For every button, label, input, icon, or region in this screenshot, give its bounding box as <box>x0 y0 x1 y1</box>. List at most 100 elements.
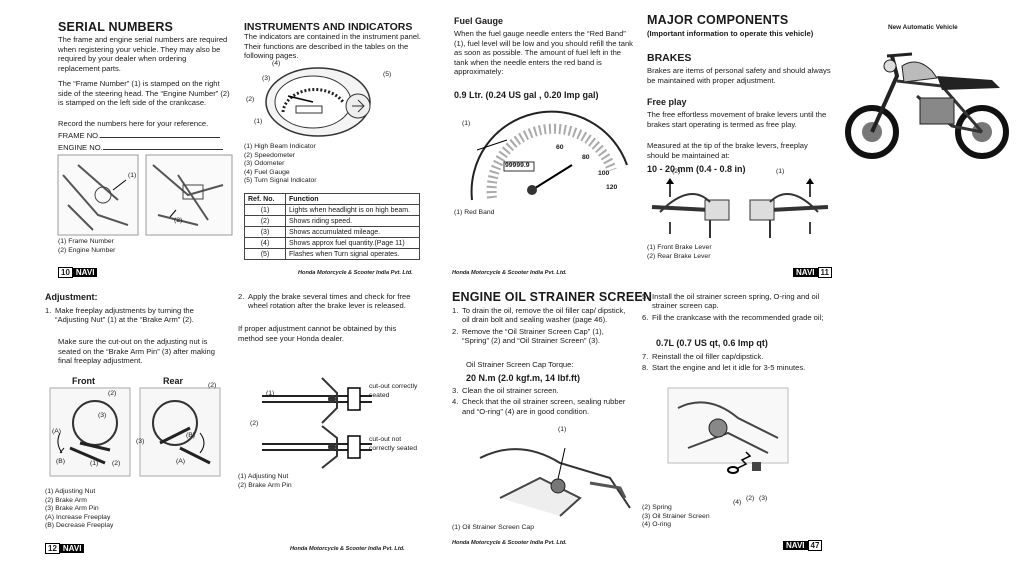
figure-callout: (1) <box>128 172 137 179</box>
page-footer: Honda Motorcycle & Scooter India Pvt. Lt… <box>298 270 413 276</box>
figure-callout: (2) <box>250 420 259 427</box>
table-cell: Lights when headlight is on high beam. <box>285 204 420 216</box>
steps-list: 7.Reinstall the oil filler cap/dipstick.… <box>642 352 832 373</box>
indicator-table: Ref. No. Function (1)Lights when headlig… <box>244 193 420 260</box>
paragraph: If proper adjustment cannot be obtained … <box>238 324 397 343</box>
list-item: 6.Fill the crankcase with the recommende… <box>642 312 824 322</box>
motorcycle-illustration <box>845 52 1009 159</box>
legend-item: (2) Engine Number <box>58 246 116 254</box>
dial-number: 120 <box>606 184 618 191</box>
cut-out-incorrect-label: cut-out not correctly seated <box>369 436 417 452</box>
table-cell: (1) <box>244 204 286 216</box>
column-header: Ref. No. <box>244 193 286 205</box>
figure-callout: (2) <box>108 390 117 397</box>
page-10: SERIAL NUMBERS The frame and engine seri… <box>0 0 440 288</box>
dial-number: 100 <box>598 170 610 177</box>
page-footer: Honda Motorcycle & Scooter India Pvt. Lt… <box>290 546 405 552</box>
table-cell: Shows riding speed. <box>285 215 420 227</box>
paragraph: The free effortless movement of brake le… <box>647 110 827 129</box>
legend-item: (B) Decrease Freeplay <box>45 522 114 530</box>
page-footer: Honda Motorcycle & Scooter India Pvt. Lt… <box>452 270 567 276</box>
section-title: INSTRUMENTS AND INDICATORS <box>244 21 413 33</box>
legend-item: (1) High Beam Indicator <box>244 143 316 150</box>
list-item: 3.Clean the oil strainer screen. <box>452 386 559 395</box>
table-row: (3)Shows accumulated mileage. <box>244 226 420 238</box>
legend-item: (1) Front Brake Lever <box>647 244 712 251</box>
figure-callout: (1) <box>462 120 471 127</box>
table-cell: Flashes when Turn signal operates. <box>285 248 420 260</box>
legend-item: (1) Frame Number <box>58 238 114 245</box>
table-cell: Shows accumulated mileage. <box>285 226 420 238</box>
table-cell: (2) <box>244 215 286 227</box>
figure-legend: (1) Oil Strainer Screen Cap <box>452 524 534 531</box>
paragraph: The “Frame Number” (1) is stamped on the… <box>58 79 230 108</box>
list-item: 4.Check that the oil strainer screen, se… <box>452 397 626 416</box>
steps-list: 1.Make freeplay adjustments by turning t… <box>45 306 223 325</box>
page-number: 10 <box>58 267 73 278</box>
list-item: 1.Make freeplay adjustments by turning t… <box>45 306 194 325</box>
legend-item: (2) Spring <box>642 504 672 511</box>
engine-number-field: ENGINE NO. <box>58 143 223 153</box>
section-title: Adjustment: <box>45 292 98 302</box>
list-item: 2.Apply the brake several times and chec… <box>238 292 411 311</box>
rear-brake-illustration <box>139 387 221 477</box>
figure-callout: (2) <box>672 168 681 175</box>
steps-list: 1.To drain the oil, remove the oil fille… <box>452 306 632 346</box>
front-brake-illustration <box>49 387 131 477</box>
figure-callout: (2) <box>208 382 217 389</box>
page-13: ENGINE OIL STRAINER SCREEN 1.To drain th… <box>440 288 840 576</box>
paragraph: When the fuel gauge needle enters the “R… <box>454 29 633 77</box>
paragraph: Brakes are items of personal safety and … <box>647 66 831 85</box>
table-cell: Shows approx fuel quantity.(Page 11) <box>285 237 420 249</box>
list-item: 7.Reinstall the oil filler cap/dipstick. <box>642 352 764 361</box>
cut-out-correct-label: cut-out correctly seated <box>369 383 418 399</box>
table-cell: (4) <box>244 237 286 249</box>
navi-label: NAVI <box>783 541 808 550</box>
legend-item: (3) Odometer <box>244 160 285 168</box>
figure-legend: (1) Adjusting Nut (2) Brake Arm (3) Brak… <box>45 488 113 531</box>
section-title: ENGINE OIL STRAINER SCREEN <box>452 290 653 304</box>
frame-number-label: FRAME NO. <box>58 131 101 140</box>
frame-number-illustration <box>57 154 233 236</box>
paragraph: Measured at the tip of the brake levers,… <box>647 141 808 160</box>
table-header-row: Ref. No. Function <box>244 193 420 205</box>
legend-item: (3) Brake Arm Pin <box>45 505 99 513</box>
fuel-amount: 0.9 Ltr. (0.24 US gal , 0.20 Imp gal) <box>454 90 599 100</box>
figure-callout: (2) <box>746 495 755 502</box>
strainer-parts-illustration <box>667 387 789 474</box>
figure-callout: (3) <box>98 412 107 419</box>
figure-callout: (3) <box>759 495 768 502</box>
vehicle-caption: New Automatic Vehicle <box>888 24 958 31</box>
figure-callout: (B) <box>56 458 66 465</box>
table-row: (2)Shows riding speed. <box>244 215 420 227</box>
freeplay-spec: 10 - 20 mm (0.4 - 0.8 in) <box>647 164 746 174</box>
steps-list: 2.Apply the brake several times and chec… <box>238 292 420 311</box>
figure-callout: (2) <box>112 460 121 467</box>
page-11: Fuel Gauge When the fuel gauge needle en… <box>440 0 840 288</box>
page-footer: Honda Motorcycle & Scooter India Pvt. Lt… <box>452 540 567 546</box>
torque-spec: 20 N.m (2.0 kgf.m, 14 lbf.ft) <box>466 373 581 383</box>
legend-item: (2) Rear Brake Lever <box>647 252 711 260</box>
paragraph: Make sure the cut-out on the adjusting n… <box>58 337 216 366</box>
list-item: 2.Remove the “Oil Strainer Screen Cap” (… <box>452 326 604 346</box>
table-row: (5)Flashes when Turn signal operates. <box>244 248 420 260</box>
page-12: Adjustment: 1.Make freeplay adjustments … <box>0 288 440 576</box>
figure-callout: (3) <box>262 75 271 82</box>
table-cell: (3) <box>244 226 286 238</box>
figure-callout: (1) <box>266 390 275 397</box>
figure-callout: (1) <box>776 168 785 175</box>
adjusting-nut-illustration <box>262 377 372 469</box>
fuel-gauge-illustration <box>470 110 628 201</box>
figure-callout: (4) <box>733 499 742 506</box>
figure-legend: (1) Red Band <box>454 209 495 216</box>
figure-legend: (1) Frame Number (2) Engine Number <box>58 238 115 255</box>
figure-callout: (A) <box>52 428 62 435</box>
figure-legend: (1) Front Brake Lever (2) Rear Brake Lev… <box>647 244 712 261</box>
figure-legend: (2) Spring (3) Oil Strainer Screen (4) O… <box>642 504 710 530</box>
legend-item: (4) Fuel Gauge <box>244 168 290 176</box>
page-title: SERIAL NUMBERS <box>58 20 174 34</box>
navi-label: NAVI <box>793 268 818 277</box>
